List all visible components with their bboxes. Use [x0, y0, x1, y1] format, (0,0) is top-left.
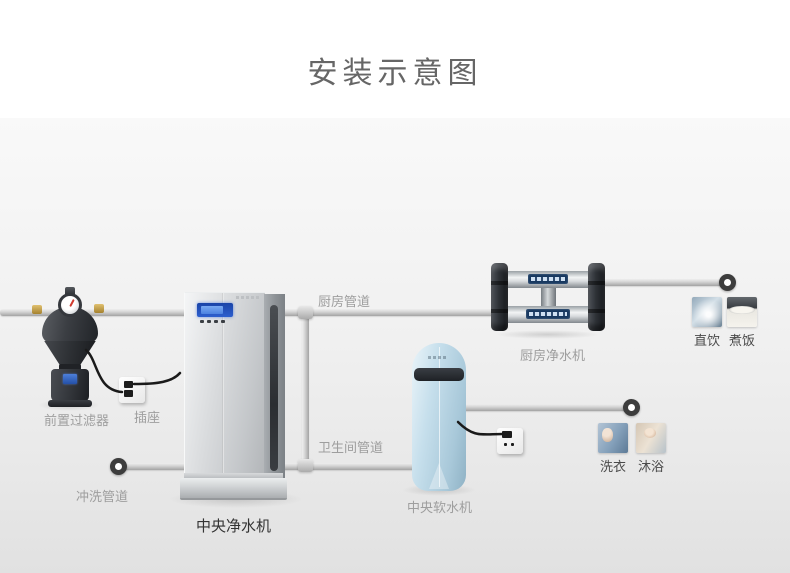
purifier-button: [207, 320, 211, 323]
purifier-brand-mark: [236, 296, 260, 299]
socket-label: 插座: [134, 411, 161, 426]
page-title: 安装示意图: [307, 56, 483, 91]
plug-icon: [124, 390, 133, 397]
power-socket-left: [119, 377, 145, 403]
pre-filter-neck: [59, 364, 81, 371]
purifier-button: [200, 320, 204, 323]
purifier-pedestal: [180, 478, 287, 500]
pressure-gauge-icon: [58, 293, 82, 317]
kitchen-purifier-shadow: [495, 330, 600, 339]
drink-label: 直饮: [693, 334, 720, 349]
kitchen-pipe-label: 厨房管道: [318, 295, 371, 310]
kitchen-purifier-label: 厨房净水机: [520, 349, 586, 364]
kitchen-purifier-link: [541, 285, 556, 308]
purifier-door-seam: [222, 293, 224, 479]
tank-seam: [439, 347, 440, 487]
bathroom-flush-pipe: [115, 463, 462, 470]
label-band: [528, 274, 568, 284]
kitchen-purifier-right-cap: [588, 263, 605, 331]
purifier-lcd-display: [197, 303, 233, 317]
pre-filter-base-lip: [48, 400, 92, 407]
drinking-water-icon: [692, 297, 722, 327]
pre-filter-top-fitting: [65, 287, 75, 296]
purifier-pedestal-lip: [184, 473, 283, 479]
pre-filter-base: [51, 369, 89, 402]
pre-filter-left-fitting: [32, 305, 42, 314]
kitchen-output-pipe: [594, 279, 727, 286]
softener-control-band: [414, 368, 464, 381]
flush-pipe-label: 冲洗管道: [76, 490, 129, 505]
central-purifier-vent-slot: [270, 305, 278, 471]
central-purifier-front: [184, 292, 265, 479]
vertical-branch-pipe: [302, 312, 309, 466]
tank-base-notch: [429, 463, 449, 489]
kitchen-purifier-left-cap: [491, 263, 508, 331]
central-softener-label: 中央软水机: [407, 501, 473, 516]
bathroom-pipe-label: 卫生间管道: [318, 441, 384, 456]
pre-filter-right-fitting: [94, 304, 104, 313]
purifier-button: [214, 320, 218, 323]
central-purifier-label: 中央净水机: [196, 517, 272, 535]
bath-icon: [636, 423, 666, 453]
plug-icon: [502, 431, 512, 438]
softener-brand-mark: [428, 356, 448, 359]
flush-pipe-end-ring: [110, 458, 127, 475]
bath-label: 沐浴: [637, 460, 664, 475]
cooking-rice-icon: [727, 297, 757, 327]
kitchen-pipe-end-ring: [719, 274, 736, 291]
plug-icon: [124, 381, 133, 388]
lcd-screen: [201, 306, 223, 314]
band-text: [529, 312, 567, 316]
softener-output-pipe: [448, 404, 631, 411]
pre-filter-label: 前置过滤器: [44, 414, 110, 429]
band-text: [531, 277, 565, 281]
socket-hole: [504, 443, 507, 446]
purifier-button: [221, 320, 225, 323]
label-band: [526, 309, 570, 319]
central-softener-tank: [412, 343, 466, 491]
pipe-elbow-fitting: [298, 459, 313, 472]
power-socket-right: [497, 428, 523, 454]
laundry-icon: [598, 423, 628, 453]
diagram-canvas: [0, 118, 790, 573]
pipe-tee-fitting: [298, 306, 313, 319]
laundry-label: 洗衣: [599, 460, 626, 475]
gauge-needle: [69, 298, 75, 308]
softener-pipe-end-ring: [623, 399, 640, 416]
pre-filter-display: [63, 374, 77, 384]
cook-label: 煮饭: [728, 334, 755, 349]
socket-hole: [511, 443, 514, 446]
